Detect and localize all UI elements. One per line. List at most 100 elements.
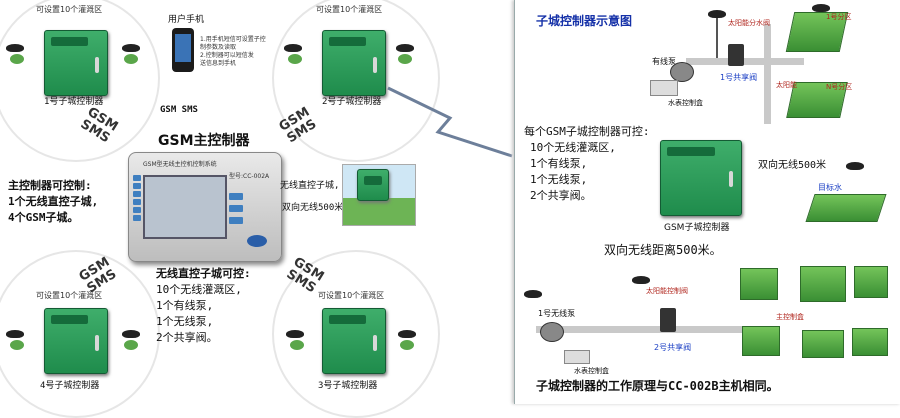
wireless-sub-cabinet [357,169,389,201]
zone1-label: 1号子城控制器 [44,97,104,107]
zone4-sensor-right-icon [122,330,140,338]
zone3-label: 3号子城控制器 [318,381,378,391]
right-title: 子城控制器示意图 [536,14,633,28]
zone2-sensor-left-icon [284,44,302,52]
right-antenna-icon [846,162,864,170]
pipe-bottom [536,326,776,333]
phone-note-3: 2.控制器可以短信发 [200,52,254,59]
zone2-arc-label: 可设置10个灌溉区 [316,5,383,14]
distance-label: 双向无线距离500米。 [604,243,722,257]
valve1-icon [728,44,744,66]
device-left-keys [133,175,141,223]
zone1-arc-label: 可设置10个灌溉区 [36,5,103,14]
sub-can-line-5: 2个共享阀。 [156,331,218,344]
phone-icon [172,28,194,72]
each-can-line-3: 1个有线泵, [530,157,588,170]
sub-can-control: 无线直控子城可控: 10个无线灌溉区, 1个有线泵, 1个无线泵, 2个共享阀。 [156,266,251,346]
top-antenna-icon [708,10,726,18]
each-can-line-1: 每个GSM子城控制器可控: [524,125,650,138]
top-antenna-pole [716,18,718,58]
lightning-connector-icon [387,86,513,158]
field-target [805,194,887,222]
zone4-cabinet [44,308,108,374]
valve2-label: 2号共享阀 [654,343,692,352]
zone3-arc-label: 可设置10个灌溉区 [318,291,385,300]
meter-box-2-icon [564,350,590,364]
zone4-label: 4号子城控制器 [40,381,100,391]
pipe-top-vertical [764,24,771,124]
zone3-sensor-left-icon [286,330,304,338]
zone3-sensor-right-icon [398,330,416,338]
field-bottom-1 [740,268,778,300]
target-water-label: 目标水 [818,183,842,192]
zone1-tree-icon [10,54,24,64]
device-key-3 [229,217,243,224]
zone1-cabinet [44,30,108,96]
zone2-tree-icon [288,54,302,64]
meter-box-2-label: 水表控制盒 [574,367,609,375]
phone-notes: 1.用手机短信可设置子控 制参数及读取 2.控制器可以短信发 送信息到手机 [200,36,266,68]
tag-solar-valve: 太阳能分水阀 [728,19,770,27]
tag-main-control-box: 主控制盒 [776,313,804,321]
left-panel: 可设置10个灌溉区 可设置10个灌溉区 可设置10个灌溉区 可设置10个灌溉区 … [0,0,513,418]
zone2-cabinet [322,30,386,96]
main-can-line-3: 4个GSM子城。 [8,211,79,224]
principle-label: 子城控制器的工作原理与CC-002B主机相同。 [536,379,779,393]
main-can-control: 主控制器可控制: 1个无线直控子城, 4个GSM子城。 [8,178,98,226]
each-can-line-2: 10个无线灌溉区, [530,141,616,154]
main-title: GSM主控制器 [158,133,250,149]
valve1-label: 1号共享阀 [720,73,758,82]
zone3-tree-icon [290,340,304,350]
gsm-sub-controller-cabinet [660,140,742,216]
field-bottom-6 [852,328,888,356]
sub-can-line-3: 1个有线泵, [156,299,214,312]
device-logo-icon [247,235,267,247]
field-bottom-3 [854,266,888,298]
valve2-icon [660,308,676,332]
device-screen [143,175,227,239]
phone-title: 用户手机 [168,15,205,25]
each-can-line-4: 1个无线泵, [530,173,588,186]
device-key-1 [229,193,243,200]
zone2-sensor-right-icon [396,44,414,52]
sub-can-line-2: 10个无线灌溉区, [156,283,242,296]
phone-note-2: 制参数及读取 [200,44,237,51]
zone4-sensor-left-icon [6,330,24,338]
zone4-arc-label: 可设置10个灌溉区 [36,291,103,300]
each-can-line-5: 2个共享阀。 [530,189,592,202]
top-right-antenna-icon [812,4,830,12]
main-controller-device: GSM型无线主控机控制系统 型号:CC-002A [128,152,282,262]
phone-caption: GSM SMS [160,105,198,115]
field-bottom-4 [742,326,780,356]
main-can-line-1: 主控制器可控制: [8,179,92,192]
zone2-tree-right-icon [398,54,412,64]
wireless-pump-label: 1号无线泵 [538,309,576,318]
tag-zone-1: 1号分区 [826,13,852,21]
field-bottom-5 [802,330,844,358]
gsm-sub-controller-label: GSM子城控制器 [664,223,730,233]
sub-can-line-1: 无线直控子城可控: [156,267,251,280]
phone-note-4: 送信息到手机 [200,60,237,67]
tag-zone-n: N号分区 [826,83,853,91]
bottom-antenna-left-icon [524,290,542,298]
wireless-sub-picture [342,164,416,226]
zone1-sensor-right-icon [122,44,140,52]
zone-circle-2 [272,0,440,162]
wired-pump-icon [670,62,694,82]
phone-note-1: 1.用手机短信可设置子控 [200,36,266,43]
sub-can-line-4: 1个无线泵, [156,315,214,328]
wireless-note-line1: 无线直控子城, [280,181,340,191]
zone1-tree-right-icon [124,54,138,64]
dual-wireless-label: 双向无线500米 [758,160,827,171]
zone2-label: 2号子城控制器 [322,97,382,107]
device-key-2 [229,205,243,212]
each-can-control: 每个GSM子城控制器可控: 10个无线灌溉区, 1个有线泵, 1个无线泵, 2个… [524,124,650,204]
wireless-note-line2: 双向无线500米 [282,203,344,213]
main-can-line-2: 1个无线直控子城, [8,195,99,208]
zone4-tree-icon [10,340,24,350]
bottom-antenna-mid-icon [632,276,650,284]
zone4-tree-right-icon [124,340,138,350]
zone-circle-1 [0,0,160,162]
zone3-cabinet [322,308,386,374]
field-bottom-2 [800,266,846,302]
